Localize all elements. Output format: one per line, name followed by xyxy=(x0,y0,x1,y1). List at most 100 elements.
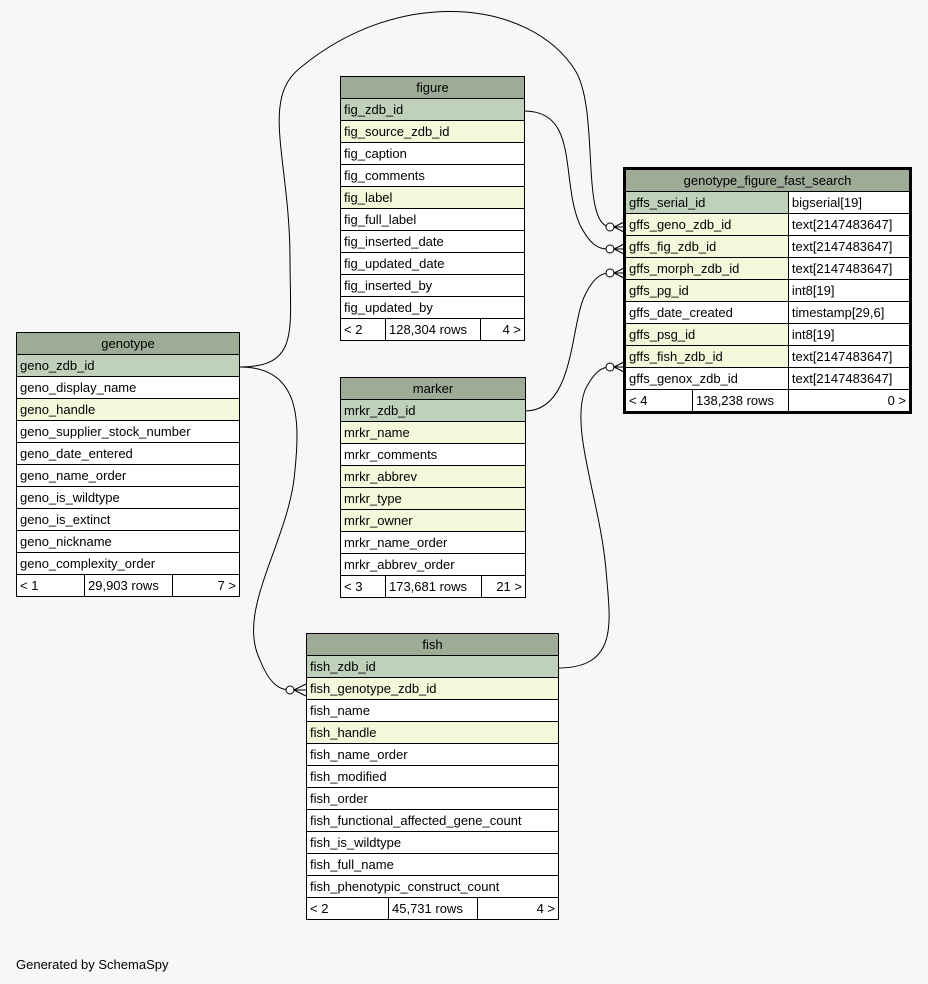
column-row[interactable]: mrkr_abbrev xyxy=(340,465,526,488)
table-genotype-figure-fast-search[interactable]: genotype_figure_fast_search gffs_serial_… xyxy=(623,167,912,414)
column-row[interactable]: geno_date_entered xyxy=(16,442,240,465)
column-name[interactable]: fish_phenotypic_construct_count xyxy=(306,875,559,898)
column-row[interactable]: fish_modified xyxy=(306,765,559,788)
column-row[interactable]: fish_full_name xyxy=(306,853,559,876)
column-name[interactable]: gffs_fig_zdb_id xyxy=(625,235,789,258)
column-name[interactable]: mrkr_abbrev xyxy=(340,465,526,488)
column-row[interactable]: mrkr_name xyxy=(340,421,526,444)
column-name[interactable]: geno_complexity_order xyxy=(16,552,240,575)
children-count[interactable]: 21 > xyxy=(481,575,526,598)
children-count[interactable]: 0 > xyxy=(787,389,911,412)
table-title[interactable]: figure xyxy=(340,76,525,99)
generated-by-credit[interactable]: Generated by SchemaSpy xyxy=(16,957,169,972)
column-name[interactable]: geno_nickname xyxy=(16,530,240,553)
column-name[interactable]: fig_label xyxy=(340,186,525,209)
column-name[interactable]: fish_handle xyxy=(306,721,559,744)
column-row[interactable]: fish_name xyxy=(306,699,559,722)
column-name[interactable]: fish_functional_affected_gene_count xyxy=(306,809,559,832)
column-row[interactable]: fish_order xyxy=(306,787,559,810)
column-name[interactable]: gffs_date_created xyxy=(625,301,789,324)
column-row[interactable]: geno_zdb_id xyxy=(16,354,240,377)
children-count[interactable]: 4 > xyxy=(480,318,525,341)
column-row[interactable]: geno_is_extinct xyxy=(16,508,240,531)
table-title[interactable]: genotype xyxy=(16,332,240,355)
column-row[interactable]: mrkr_type xyxy=(340,487,526,510)
column-row[interactable]: geno_complexity_order xyxy=(16,552,240,575)
column-name[interactable]: fish_zdb_id xyxy=(306,655,559,678)
parents-count[interactable]: < 2 xyxy=(340,318,386,341)
column-name[interactable]: fish_is_wildtype xyxy=(306,831,559,854)
column-name[interactable]: fig_inserted_by xyxy=(340,274,525,297)
column-row[interactable]: mrkr_zdb_id xyxy=(340,399,526,422)
column-row[interactable]: geno_name_order xyxy=(16,464,240,487)
column-row[interactable]: fish_zdb_id xyxy=(306,655,559,678)
column-name[interactable]: geno_name_order xyxy=(16,464,240,487)
column-name[interactable]: fish_order xyxy=(306,787,559,810)
column-name[interactable]: gffs_psg_id xyxy=(625,323,789,346)
column-name[interactable]: fig_updated_by xyxy=(340,296,525,319)
column-row[interactable]: fig_zdb_id xyxy=(340,98,525,121)
column-name[interactable]: fig_inserted_date xyxy=(340,230,525,253)
column-row[interactable]: geno_handle xyxy=(16,398,240,421)
column-name[interactable]: gffs_serial_id xyxy=(625,191,789,214)
children-count[interactable]: 7 > xyxy=(172,574,240,597)
column-name[interactable]: geno_date_entered xyxy=(16,442,240,465)
parents-count[interactable]: < 3 xyxy=(340,575,386,598)
column-name[interactable]: fig_source_zdb_id xyxy=(340,120,525,143)
column-row[interactable]: fish_handle xyxy=(306,721,559,744)
column-name[interactable]: mrkr_zdb_id xyxy=(340,399,526,422)
column-row[interactable]: geno_nickname xyxy=(16,530,240,553)
column-row[interactable]: fish_is_wildtype xyxy=(306,831,559,854)
column-row[interactable]: fig_inserted_date xyxy=(340,230,525,253)
parents-count[interactable]: < 1 xyxy=(16,574,85,597)
table-title[interactable]: marker xyxy=(340,377,526,400)
column-name[interactable]: mrkr_name xyxy=(340,421,526,444)
column-name[interactable]: geno_is_extinct xyxy=(16,508,240,531)
column-row[interactable]: fig_label xyxy=(340,186,525,209)
column-row[interactable]: mrkr_abbrev_order xyxy=(340,553,526,576)
column-row[interactable]: fig_comments xyxy=(340,164,525,187)
table-title[interactable]: genotype_figure_fast_search xyxy=(625,169,910,192)
column-name[interactable]: fig_full_label xyxy=(340,208,525,231)
column-name[interactable]: mrkr_name_order xyxy=(340,531,526,554)
column-name[interactable]: geno_supplier_stock_number xyxy=(16,420,240,443)
column-name[interactable]: fish_modified xyxy=(306,765,559,788)
column-name[interactable]: geno_handle xyxy=(16,398,240,421)
column-name[interactable]: mrkr_comments xyxy=(340,443,526,466)
column-name[interactable]: mrkr_owner xyxy=(340,509,526,532)
column-row[interactable]: fig_full_label xyxy=(340,208,525,231)
column-name[interactable]: gffs_fish_zdb_id xyxy=(625,345,789,368)
column-name[interactable]: fig_zdb_id xyxy=(340,98,525,121)
column-row[interactable]: mrkr_owner xyxy=(340,509,526,532)
children-count[interactable]: 4 > xyxy=(477,897,559,920)
column-row[interactable]: fig_inserted_by xyxy=(340,274,525,297)
column-name[interactable]: geno_zdb_id xyxy=(16,354,240,377)
column-name[interactable]: geno_display_name xyxy=(16,376,240,399)
parents-count[interactable]: < 2 xyxy=(306,897,389,920)
column-name[interactable]: gffs_genox_zdb_id xyxy=(625,367,789,390)
parents-count[interactable]: < 4 xyxy=(625,389,693,412)
column-row[interactable]: geno_supplier_stock_number xyxy=(16,420,240,443)
table-title[interactable]: fish xyxy=(306,633,559,656)
column-name[interactable]: gffs_pg_id xyxy=(625,279,789,302)
column-name[interactable]: fig_caption xyxy=(340,142,525,165)
column-row[interactable]: mrkr_comments xyxy=(340,443,526,466)
column-name[interactable]: fish_genotype_zdb_id xyxy=(306,677,559,700)
column-row[interactable]: fig_updated_date xyxy=(340,252,525,275)
column-name[interactable]: fig_comments xyxy=(340,164,525,187)
column-name[interactable]: gffs_geno_zdb_id xyxy=(625,213,789,236)
column-name[interactable]: geno_is_wildtype xyxy=(16,486,240,509)
column-row[interactable]: mrkr_name_order xyxy=(340,531,526,554)
column-row[interactable]: fig_caption xyxy=(340,142,525,165)
